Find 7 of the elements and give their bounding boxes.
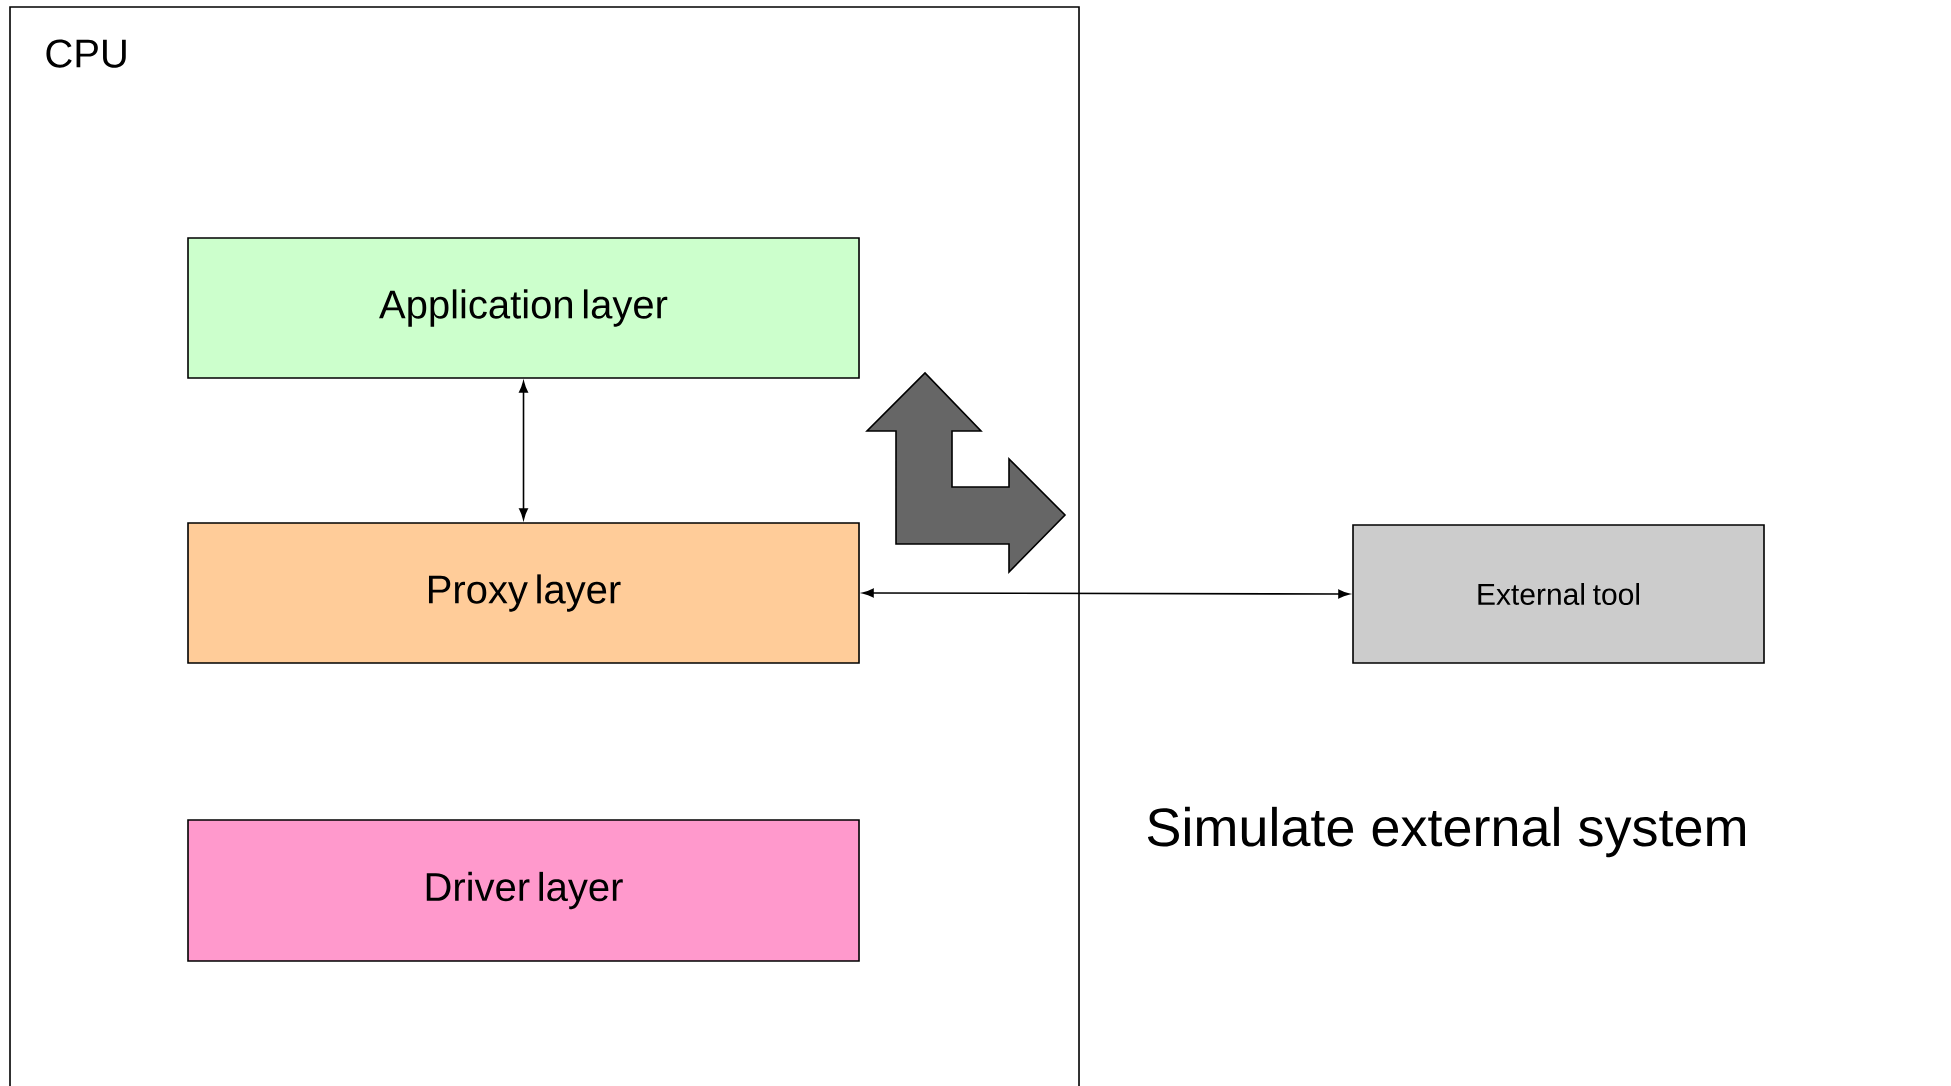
- note-text: Simulate external system: [1147, 806, 1745, 858]
- arrow: [862, 588, 1350, 599]
- arrow: [519, 381, 528, 520]
- layer-box: Driver layer: [187, 819, 860, 962]
- tool-box: External tool: [1352, 524, 1765, 664]
- layer-box: Proxy layer: [187, 522, 860, 664]
- layer-box: Application layer: [187, 237, 860, 379]
